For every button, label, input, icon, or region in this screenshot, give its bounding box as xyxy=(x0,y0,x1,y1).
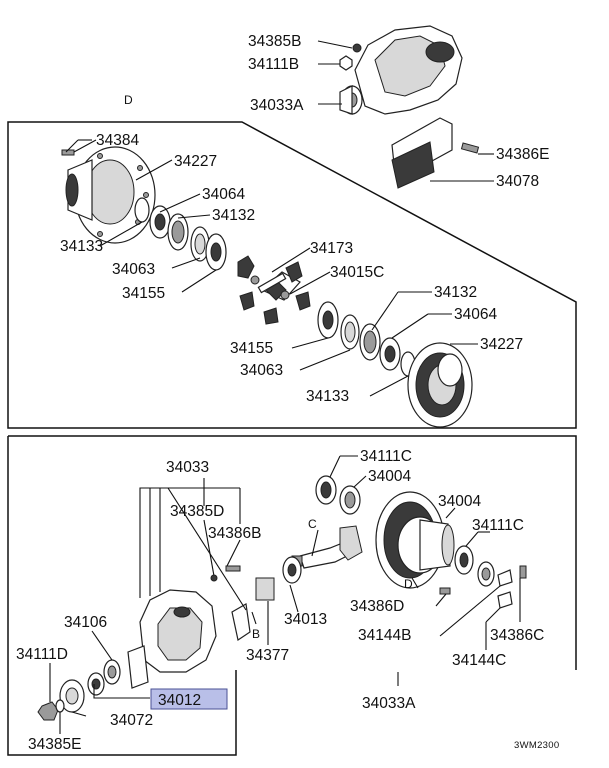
label-34386C: 34386C xyxy=(490,627,544,644)
label-34078: 34078 xyxy=(496,173,539,190)
label-34155-b: 34155 xyxy=(230,340,273,357)
label-34033A-top: 34033A xyxy=(250,97,304,114)
label-34111C-a: 34111C xyxy=(360,448,412,465)
label-D-top: D xyxy=(124,93,133,107)
washer-34133-left xyxy=(134,197,150,223)
label-34385D: 34385D xyxy=(170,503,224,520)
diagram-code: 3WM2300 xyxy=(514,740,559,751)
label-34385B: 34385B xyxy=(248,33,301,50)
label-34133-a: 34133 xyxy=(60,238,103,255)
diff-case-left-illustration xyxy=(65,146,156,244)
carrier-assembly-frame-left xyxy=(7,436,237,756)
label-34013: 34013 xyxy=(284,611,327,628)
carrier-assembly-frame xyxy=(8,435,577,670)
label-34173: 34173 xyxy=(310,240,353,257)
label-34132-a: 34132 xyxy=(212,207,255,224)
label-34015C: 34015C xyxy=(330,264,384,281)
label-34377: 34377 xyxy=(246,647,289,664)
spacer-34377 xyxy=(255,577,275,601)
label-34111B: 34111B xyxy=(248,56,299,73)
label-34385E: 34385E xyxy=(28,736,81,753)
label-34063-b: 34063 xyxy=(240,362,283,379)
carrier-assembly-top-illustration xyxy=(339,25,463,115)
spider-gear-set-illustration xyxy=(237,255,311,325)
label-34111D: 34111D xyxy=(16,646,68,663)
label-34064-b: 34064 xyxy=(454,306,497,323)
highlighted-part-box[interactable] xyxy=(150,688,228,710)
label-34111C-b: 34111C xyxy=(472,517,524,534)
ring-gear-case-illustration xyxy=(375,491,495,589)
label-34033A-bottom: 34033A xyxy=(362,695,416,712)
label-34144B: 34144B xyxy=(358,627,411,644)
label-34106: 34106 xyxy=(64,614,107,631)
label-34227-a: 34227 xyxy=(174,153,217,170)
label-34132-b: 34132 xyxy=(434,284,477,301)
label-34384: 34384 xyxy=(96,132,139,149)
label-34386E: 34386E xyxy=(496,146,549,163)
oil-seal-deflector-illustration xyxy=(231,603,251,641)
label-D-bottom: D xyxy=(404,577,413,591)
label-34227-b: 34227 xyxy=(480,336,523,353)
label-34133-b: 34133 xyxy=(306,388,349,405)
bolt-34384-illustration xyxy=(61,139,97,156)
label-34386B: 34386B xyxy=(208,525,261,542)
label-B: B xyxy=(252,627,260,641)
label-34012[interactable]: 34012 xyxy=(158,692,201,709)
label-34063-a: 34063 xyxy=(112,261,155,278)
label-34004-b: 34004 xyxy=(438,493,481,510)
label-C: C xyxy=(308,517,317,531)
label-34144C: 34144C xyxy=(452,652,506,669)
label-34155-a: 34155 xyxy=(122,285,165,302)
label-34386D: 34386D xyxy=(350,598,404,615)
differential-case-frame xyxy=(7,121,577,429)
label-34004-a: 34004 xyxy=(368,468,411,485)
label-34072: 34072 xyxy=(110,712,153,729)
nut-34385E xyxy=(37,701,59,721)
drive-pinion-illustration xyxy=(291,525,363,569)
label-34064-a: 34064 xyxy=(202,186,245,203)
diff-case-right-illustration xyxy=(407,342,473,428)
mount-bracket-illustration xyxy=(391,117,480,189)
carrier-housing-illustration xyxy=(127,589,217,689)
label-34033: 34033 xyxy=(166,459,209,476)
